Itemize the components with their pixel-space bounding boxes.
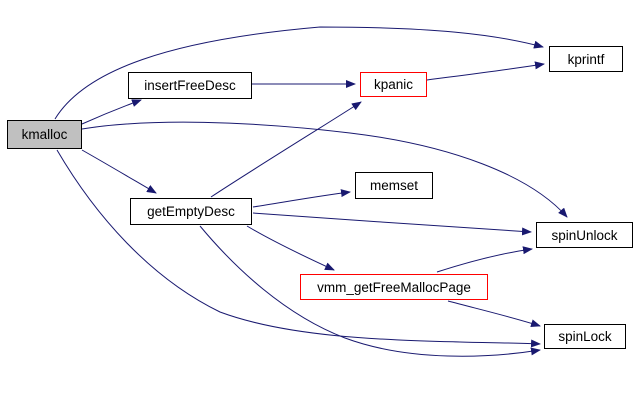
node-kprintf[interactable]: kprintf [549, 46, 623, 72]
edge-vmm_getFreeMallocPage-spinUnlock [436, 246, 533, 273]
edge-getEmptyDesc-spinLock [199, 225, 541, 357]
edge-getEmptyDesc-kpanic [210, 101, 362, 198]
node-label: vmm_getFreeMallocPage [317, 279, 471, 295]
node-label: kprintf [567, 51, 605, 67]
node-vmm_getFreeMallocPage[interactable]: vmm_getFreeMallocPage [300, 274, 488, 300]
edge-kmalloc-insertFreeDesc [81, 99, 142, 125]
node-memset[interactable]: memset [355, 172, 433, 199]
node-label: spinUnlock [551, 227, 618, 243]
node-label: getEmptyDesc [147, 204, 235, 219]
node-label: spinLock [558, 329, 612, 344]
edge-getEmptyDesc-spinUnlock [252, 212, 532, 236]
edge-vmm_getFreeMallocPage-spinLock [447, 300, 541, 328]
node-spinUnlock[interactable]: spinUnlock [536, 222, 633, 248]
edge-kmalloc-kprintf [54, 26, 544, 120]
node-spinLock[interactable]: spinLock [544, 324, 626, 349]
edge-kpanic-kprintf [426, 61, 545, 81]
node-kmalloc[interactable]: kmalloc [7, 120, 82, 149]
node-label: kmalloc [21, 127, 68, 142]
edge-kmalloc-spinLock [56, 149, 541, 348]
node-label: kpanic [373, 77, 414, 92]
edge-kmalloc-getEmptyDesc [81, 149, 157, 194]
edge-kmalloc-spinUnlock [81, 121, 568, 218]
edge-getEmptyDesc-vmm_getFreeMallocPage [246, 225, 335, 271]
node-getEmptyDesc[interactable]: getEmptyDesc [130, 198, 252, 225]
node-insertFreeDesc[interactable]: insertFreeDesc [128, 72, 252, 99]
node-label: insertFreeDesc [144, 78, 236, 93]
node-kpanic[interactable]: kpanic [360, 72, 427, 97]
edge-getEmptyDesc-memset [252, 189, 351, 208]
node-label: memset [369, 178, 418, 193]
